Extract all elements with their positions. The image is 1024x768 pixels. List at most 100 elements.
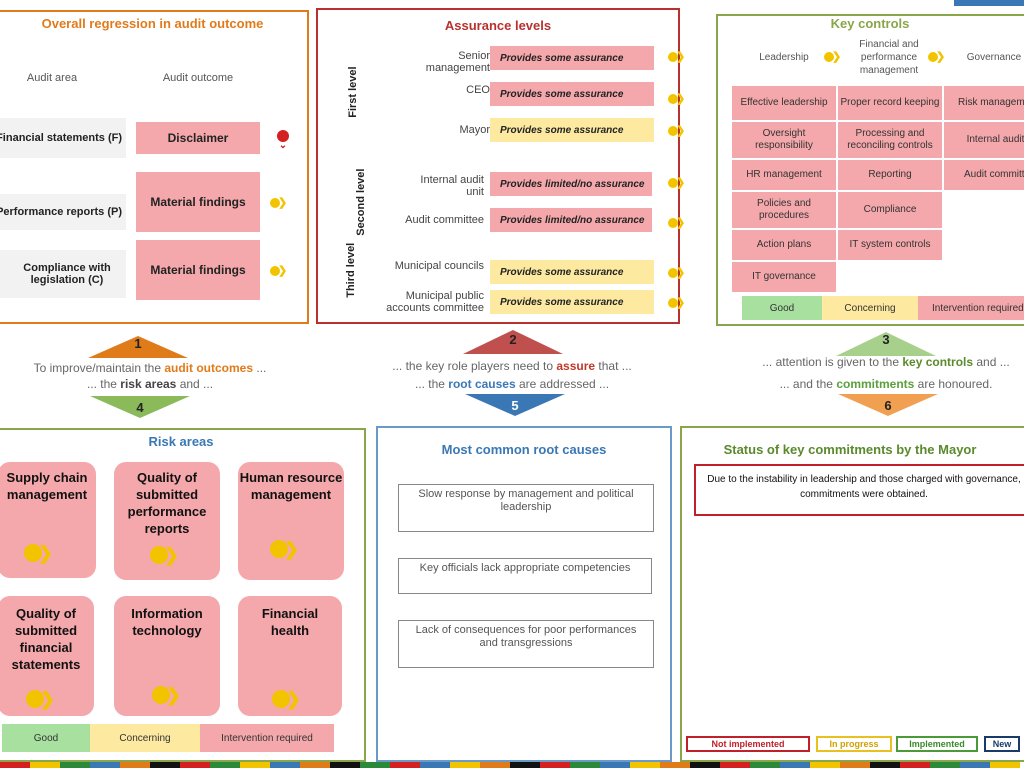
arrow-5 bbox=[465, 394, 565, 416]
middle-center-line1: ... the key role players need to assure … bbox=[392, 359, 632, 373]
bottom-color-strip bbox=[0, 762, 1024, 768]
regression-panel: Overall regression in audit outcome Audi… bbox=[0, 10, 309, 324]
status-dot-icon: ❯ bbox=[668, 296, 685, 310]
level-second: Second level bbox=[355, 168, 368, 236]
kc-action-plans: Action plans bbox=[732, 230, 836, 260]
kc-legend-concerning: Concerning bbox=[822, 296, 918, 320]
role-audit-committee: Audit committee bbox=[405, 214, 484, 226]
kc-policies: Policies and procedures bbox=[732, 192, 836, 228]
kc-legend-good: Good bbox=[742, 296, 822, 320]
kc-hr: HR management bbox=[732, 160, 836, 190]
status-dot-icon: ❯ bbox=[272, 688, 301, 710]
status-dot-icon: ❯ bbox=[26, 688, 55, 710]
arrow-4 bbox=[90, 396, 190, 418]
col-audit-area: Audit area bbox=[26, 72, 78, 84]
kc-processing: Processing and reconciling controls bbox=[838, 122, 942, 158]
kc-record-keeping: Proper record keeping bbox=[838, 86, 942, 120]
kc-risk-management: Risk management bbox=[944, 86, 1024, 120]
status-dot-icon: ❯ bbox=[668, 266, 685, 280]
root-cause-3: Lack of consequences for poor performanc… bbox=[398, 620, 654, 668]
status-dot-icon: ❯ bbox=[668, 124, 685, 138]
status-dot-icon: ❯ bbox=[824, 50, 841, 64]
level-first: First level bbox=[347, 66, 360, 118]
ra-legend-good: Good bbox=[2, 724, 90, 752]
middle-center-line2: ... the root causes are addressed ... bbox=[414, 377, 610, 391]
assure-mpac: Provides some assurance bbox=[490, 290, 654, 314]
key-controls-panel: Key controls Leadership ❯ Financial and … bbox=[716, 14, 1024, 326]
root-causes-title: Most common root causes bbox=[441, 442, 607, 457]
commitments-panel: Status of key commitments by the Mayor D… bbox=[680, 426, 1024, 762]
status-not-implemented: Not implemented bbox=[686, 736, 810, 752]
arrow-3 bbox=[836, 332, 936, 356]
status-dot-icon: ❯ bbox=[668, 50, 685, 64]
status-dot-icon: ❯ bbox=[270, 196, 287, 210]
role-ceo: CEO bbox=[466, 84, 490, 96]
role-mpac: Municipal public accounts committee bbox=[386, 290, 484, 315]
status-dot-icon: ❯ bbox=[668, 176, 685, 190]
assure-audit-committee: Provides limited/no assurance bbox=[490, 208, 652, 232]
risk-areas-title: Risk areas bbox=[148, 434, 214, 449]
risk-areas-panel: Risk areas Supply chain management ❯ Qua… bbox=[0, 428, 366, 762]
kc-it-governance: IT governance bbox=[732, 262, 836, 292]
role-municipal-councils: Municipal councils bbox=[394, 260, 484, 272]
status-dot-icon: ❯ bbox=[24, 542, 53, 564]
status-dot-icon: ❯ bbox=[668, 216, 685, 230]
outcome-disclaimer: Disclaimer bbox=[136, 122, 260, 154]
middle-right-line1: ... attention is given to the key contro… bbox=[762, 355, 1010, 369]
kc-header-financial: Financial and performance management bbox=[859, 39, 919, 76]
root-cause-1: Slow response by management and politica… bbox=[398, 484, 654, 532]
risk-information-technology: Information technology ❯ bbox=[114, 596, 220, 716]
commitments-title: Status of key commitments by the Mayor bbox=[723, 442, 977, 457]
assurance-panel: Assurance levels First level Second leve… bbox=[316, 8, 685, 324]
arrow-6 bbox=[838, 394, 938, 416]
middle-left-line2: ... the risk areas and ... bbox=[86, 377, 214, 391]
status-in-progress: In progress bbox=[816, 736, 892, 752]
arrow-number-4: 4 bbox=[136, 400, 144, 415]
area-performance: Performance reports (P) bbox=[0, 194, 126, 230]
status-dot-icon: ❯ bbox=[668, 92, 685, 106]
arrow-number-1: 1 bbox=[134, 336, 142, 351]
risk-supply-chain: Supply chain management ❯ bbox=[0, 462, 96, 578]
arrow-number-5: 5 bbox=[511, 398, 519, 413]
arrow-2 bbox=[463, 330, 563, 354]
kc-compliance: Compliance bbox=[838, 192, 942, 228]
kc-audit-committee: Audit committee bbox=[944, 160, 1024, 190]
assure-senior: Provides some assurance bbox=[490, 46, 654, 70]
risk-financial-statements: Quality of submitted financial statement… bbox=[0, 596, 94, 716]
role-mayor: Mayor bbox=[459, 124, 490, 136]
root-cause-2: Key officials lack appropriate competenc… bbox=[398, 558, 652, 594]
kc-internal-audit: Internal audit bbox=[944, 122, 1024, 158]
status-dot-icon: ❯ bbox=[928, 50, 945, 64]
area-financial: Financial statements (F) bbox=[0, 118, 126, 158]
status-dot-icon: ❯ bbox=[152, 684, 181, 706]
regression-title: Overall regression in audit outcome bbox=[41, 16, 264, 31]
middle-right-line2: ... and the commitments are honoured. bbox=[779, 377, 993, 391]
ra-legend-intervention: Intervention required bbox=[200, 724, 334, 752]
area-compliance: Compliance with legislation (C) bbox=[0, 250, 126, 298]
kc-it-system: IT system controls bbox=[838, 230, 942, 260]
middle-left-line1: To improve/maintain the audit outcomes .… bbox=[33, 361, 267, 375]
status-dot-icon: ❯ bbox=[270, 264, 287, 278]
assure-internal-audit: Provides limited/no assurance bbox=[490, 172, 652, 196]
status-new: New bbox=[984, 736, 1020, 752]
arrow-number-2: 2 bbox=[509, 332, 517, 347]
commitments-text-box: Due to the instability in leadership and… bbox=[694, 464, 1024, 516]
risk-financial-health: Financial health ❯ bbox=[238, 596, 342, 716]
role-internal-audit: Internal audit unit bbox=[420, 174, 484, 199]
kc-header-governance: Governance bbox=[966, 52, 1022, 63]
risk-performance-reports: Quality of submitted performance reports… bbox=[114, 462, 220, 580]
status-implemented: Implemented bbox=[896, 736, 978, 752]
status-dot-icon: ❯ bbox=[150, 544, 179, 566]
assure-ceo: Provides some assurance bbox=[490, 82, 654, 106]
kc-oversight: Oversight responsibility bbox=[732, 122, 836, 158]
ra-legend-concerning: Concerning bbox=[90, 724, 200, 752]
level-third: Third level bbox=[345, 242, 358, 298]
outcome-material-2: Material findings bbox=[136, 240, 260, 300]
kc-legend-intervention: Intervention required bbox=[918, 296, 1024, 320]
top-right-corner-tab bbox=[954, 0, 1024, 6]
assure-mayor: Provides some assurance bbox=[490, 118, 654, 142]
risk-human-resource: Human resource management ❯ bbox=[238, 462, 344, 580]
arrow-number-6: 6 bbox=[884, 398, 892, 413]
role-senior-management: Senior management bbox=[425, 50, 490, 75]
status-dot-icon: ❯ bbox=[270, 538, 299, 560]
